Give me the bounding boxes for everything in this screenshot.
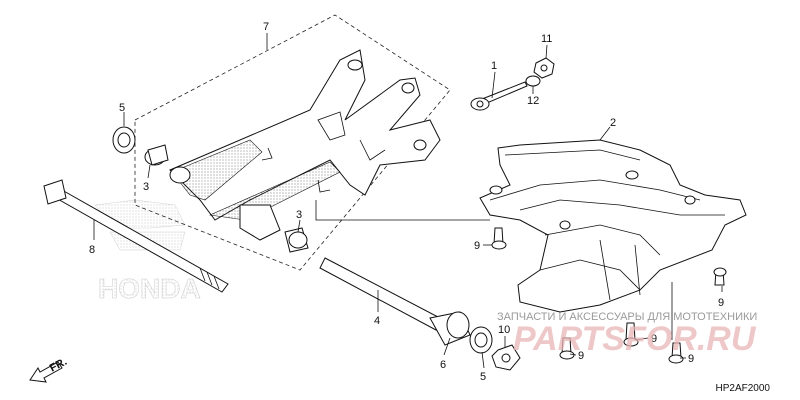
site-tagline: ЗАПЧАСТИ И АКСЕССУАРЫ ДЛЯ МОТОТЕХНИКИ xyxy=(497,311,757,323)
callout-2: 2 xyxy=(610,117,616,129)
callout-9-bottom-1: 9 xyxy=(578,350,584,362)
needle-bearing xyxy=(429,311,471,346)
flange-bolt-left xyxy=(491,227,507,250)
site-name: PARTSFOR.RU xyxy=(513,320,757,358)
callout-1: 1 xyxy=(491,60,497,72)
callout-4: 4 xyxy=(374,315,380,327)
pivot-bolt xyxy=(43,179,229,293)
flange-bolt-bottom-2 xyxy=(623,322,639,347)
callout-8: 8 xyxy=(89,244,95,256)
callout-7: 7 xyxy=(263,21,269,33)
callout-12: 12 xyxy=(527,95,539,107)
washer xyxy=(525,75,541,87)
bushing-lower xyxy=(284,227,309,253)
callout-9-bottom-3: 9 xyxy=(688,353,694,365)
callout-6: 6 xyxy=(440,359,446,371)
callout-5-lower: 5 xyxy=(480,371,486,383)
pivot-collar xyxy=(319,257,441,331)
callout-11: 11 xyxy=(541,33,552,45)
direction-label: FR. xyxy=(48,356,69,375)
swingarm-skid-plate xyxy=(479,139,747,313)
arrow-down-left-icon xyxy=(29,361,63,383)
callout-9-left: 9 xyxy=(474,240,480,252)
pivot-nut xyxy=(491,344,521,371)
callout-5-upper: 5 xyxy=(119,102,125,114)
dust-seal-upper xyxy=(112,126,136,154)
bushing-upper xyxy=(144,144,169,166)
callout-9-bottom-2: 9 xyxy=(651,333,657,345)
diagram-code: HP2AF2000 xyxy=(715,383,770,394)
callout-labels: 7 5 3 3 8 4 6 5 1 11 12 10 2 9 9 9 9 9 xyxy=(89,21,724,383)
callout-10: 10 xyxy=(498,324,510,336)
swingarm xyxy=(169,49,441,241)
flange-nut xyxy=(533,57,555,79)
front-direction-indicator: FR. xyxy=(29,356,69,383)
leader-lines xyxy=(93,33,723,369)
callout-3-lower: 3 xyxy=(296,209,302,221)
site-watermark: ЗАПЧАСТИ И АКСЕССУАРЫ ДЛЯ МОТОТЕХНИКИ PA… xyxy=(497,311,757,358)
honda-logo-word: HONDA xyxy=(98,273,201,304)
chain-guide-bolt xyxy=(470,81,528,111)
flange-bolt-right xyxy=(713,267,727,286)
dust-seal-lower xyxy=(469,326,493,354)
callout-9-right: 9 xyxy=(718,297,724,309)
callout-3-upper: 3 xyxy=(143,181,149,193)
honda-logo-watermark: HONDA xyxy=(94,199,201,304)
